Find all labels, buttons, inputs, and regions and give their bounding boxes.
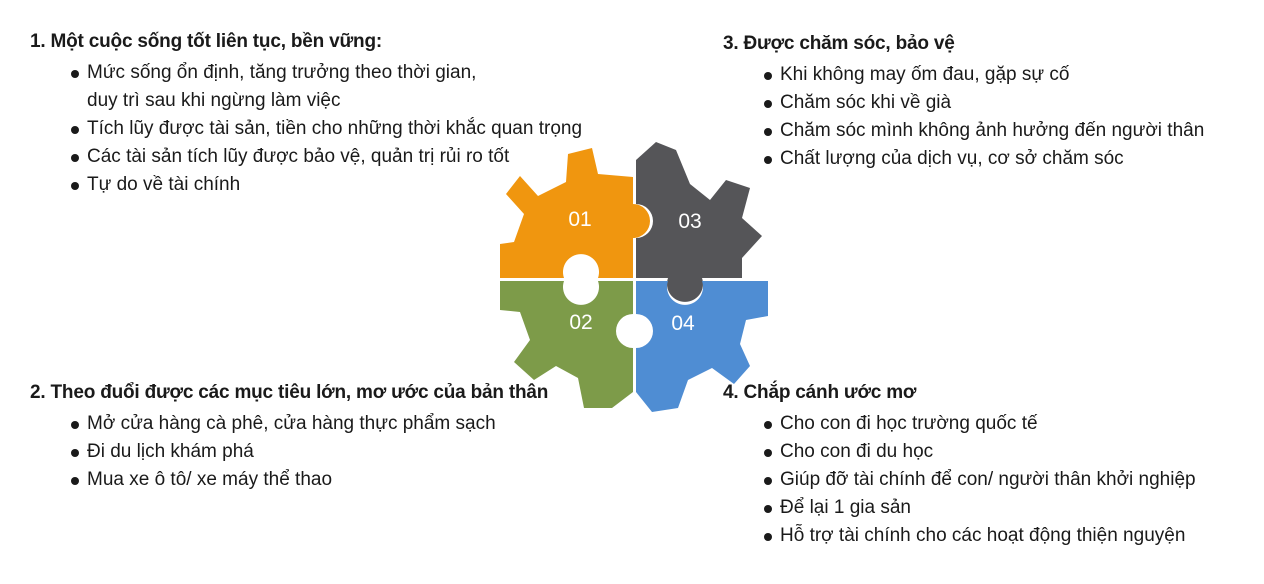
piece-label-04: 04 <box>671 312 695 335</box>
list-item-text: Để lại 1 gia sản <box>780 497 911 518</box>
section-1-list: Mức sống ổn định, tăng trưởng theo thời … <box>71 59 582 199</box>
list-item-text: Chất lượng của dịch vụ, cơ sở chăm sóc <box>780 148 1124 169</box>
bullet-icon <box>764 449 772 457</box>
list-item: Mua xe ô tô/ xe máy thể thao <box>71 466 548 494</box>
puzzle-gear-diagram: 01 03 02 04 <box>500 142 768 412</box>
piece-label-02: 02 <box>569 311 592 334</box>
list-item-text: Tích lũy được tài sản, tiền cho những th… <box>87 118 583 139</box>
bullet-icon <box>71 449 79 457</box>
piece-label-01: 01 <box>568 208 591 231</box>
list-item: Mức sống ổn định, tăng trưởng theo thời … <box>71 59 582 115</box>
list-item-text: Tự do về tài chính <box>87 174 241 195</box>
bullet-icon <box>764 477 772 485</box>
section-2: 2. Theo đuổi được các mục tiêu lớn, mơ ư… <box>30 382 548 494</box>
list-item-text: Hỗ trợ tài chính cho các hoạt động thiện… <box>780 525 1186 546</box>
list-item-text: Mua xe ô tô/ xe máy thể thao <box>87 469 333 490</box>
bullet-icon <box>764 421 772 429</box>
list-item-text: Chăm sóc khi về già <box>780 92 952 113</box>
list-item: Đi du lịch khám phá <box>71 438 548 466</box>
puzzle-piece-03 <box>636 142 762 302</box>
bullet-icon <box>71 126 79 134</box>
section-3: 3. Được chăm sóc, bảo vệ Khi không may ố… <box>723 33 1204 173</box>
puzzle-piece-01 <box>500 148 650 278</box>
section-4-list: Cho con đi học trường quốc tế Cho con đi… <box>764 410 1196 550</box>
list-item: Hỗ trợ tài chính cho các hoạt động thiện… <box>764 522 1196 550</box>
section-1: 1. Một cuộc sống tốt liên tục, bền vững:… <box>30 31 582 199</box>
bullet-icon <box>764 72 772 80</box>
bullet-icon <box>71 421 79 429</box>
section-2-list: Mở cửa hàng cà phê, cửa hàng thực phẩm s… <box>71 410 548 494</box>
list-item: Chăm sóc khi về già <box>764 89 1204 117</box>
list-item-text: Khi không may ốm đau, gặp sự cố <box>780 64 1070 85</box>
puzzle-piece-04 <box>636 281 768 412</box>
bullet-icon <box>71 154 79 162</box>
section-4-title: 4. Chắp cánh ước mơ <box>723 382 917 403</box>
piece-label-03: 03 <box>678 210 701 233</box>
bullet-icon <box>764 505 772 513</box>
puzzle-piece-02 <box>500 281 633 408</box>
list-item-text: Đi du lịch khám phá <box>87 441 254 462</box>
list-item: Mở cửa hàng cà phê, cửa hàng thực phẩm s… <box>71 410 548 438</box>
section-3-title: 3. Được chăm sóc, bảo vệ <box>723 33 955 54</box>
list-item-text: Các tài sản tích lũy được bảo vệ, quản t… <box>87 146 510 167</box>
list-item: Cho con đi du học <box>764 438 1196 466</box>
list-item: Chăm sóc mình không ảnh hưởng đến người … <box>764 117 1204 145</box>
list-item: Tự do về tài chính <box>71 171 582 199</box>
list-item: Giúp đỡ tài chính để con/ người thân khở… <box>764 466 1196 494</box>
list-item-text: Cho con đi du học <box>780 441 934 462</box>
list-item-text: Giúp đỡ tài chính để con/ người thân khở… <box>780 469 1196 490</box>
section-4: 4. Chắp cánh ước mơ Cho con đi học trườn… <box>723 382 1196 550</box>
section-1-title: 1. Một cuộc sống tốt liên tục, bền vững: <box>30 31 382 52</box>
section-3-list: Khi không may ốm đau, gặp sự cố Chăm sóc… <box>764 61 1204 173</box>
list-item-text: Mức sống ổn định, tăng trưởng theo thời … <box>87 62 477 83</box>
bullet-icon <box>764 533 772 541</box>
bullet-icon <box>71 182 79 190</box>
bullet-icon <box>764 156 772 164</box>
list-item: Chất lượng của dịch vụ, cơ sở chăm sóc <box>764 145 1204 173</box>
bullet-icon <box>71 477 79 485</box>
section-2-title: 2. Theo đuổi được các mục tiêu lớn, mơ ư… <box>30 382 549 403</box>
list-item-text: Mở cửa hàng cà phê, cửa hàng thực phẩm s… <box>87 413 496 434</box>
list-item: Tích lũy được tài sản, tiền cho những th… <box>71 115 582 143</box>
list-item: Để lại 1 gia sản <box>764 494 1196 522</box>
bullet-icon <box>764 128 772 136</box>
list-item: Các tài sản tích lũy được bảo vệ, quản t… <box>71 143 582 171</box>
bullet-icon <box>764 100 772 108</box>
bullet-icon <box>71 70 79 78</box>
list-item-text: Chăm sóc mình không ảnh hưởng đến người … <box>780 120 1205 141</box>
list-item-text: duy trì sau khi ngừng làm việc <box>87 90 341 111</box>
list-item: Cho con đi học trường quốc tế <box>764 410 1196 438</box>
list-item-text: Cho con đi học trường quốc tế <box>780 413 1038 434</box>
list-item: Khi không may ốm đau, gặp sự cố <box>764 61 1204 89</box>
